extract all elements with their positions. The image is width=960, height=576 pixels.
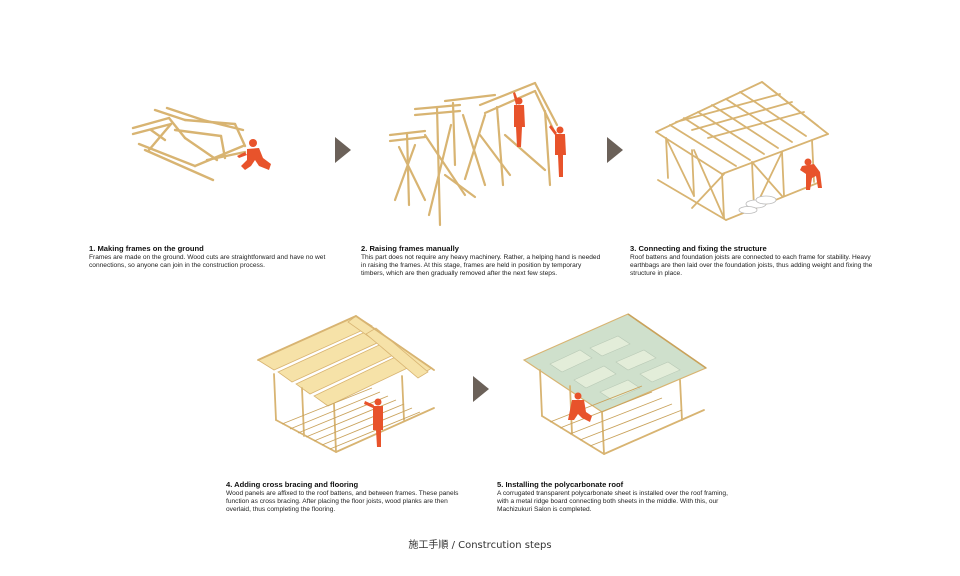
metal-ridge-board [627, 313, 707, 369]
step-title: 5. Installing the polycarbonate roof [497, 480, 624, 489]
worker-raising-frame-figure [513, 92, 525, 147]
step-description: Roof battens and foundation joists are c… [630, 254, 873, 278]
raising-frames-illustration [388, 81, 566, 227]
step-description: This part does not require any heavy mac… [361, 254, 601, 278]
next-step-arrow [607, 137, 623, 163]
polycarbonate-roof-illustration [522, 313, 708, 455]
step-description: Frames are made on the ground. Wood cuts… [89, 254, 326, 270]
step-title: 2. Raising frames manually [361, 244, 459, 253]
worker-holding-frame-figure [549, 125, 566, 177]
step-description: A corrugated transparent polycarbonate s… [497, 490, 728, 514]
worker-placing-earthbag-figure [800, 158, 822, 190]
worker-kneeling-figure [237, 139, 271, 170]
person-sitting-figure [568, 392, 592, 422]
step-title: 4. Adding cross bracing and flooring [226, 480, 359, 489]
next-step-arrow [473, 376, 489, 402]
fixing-structure-illustration [655, 81, 829, 221]
figure-caption: 施工手順 / Constrcution steps [408, 540, 552, 551]
step-description: Wood panels are affixed to the roof batt… [226, 490, 459, 514]
step-title: 1. Making frames on the ground [89, 244, 204, 253]
next-step-arrow [335, 137, 351, 163]
step-title: 3. Connecting and fixing the structure [630, 244, 767, 253]
cross-bracing-flooring-illustration [257, 315, 435, 453]
worker-installing-panel-figure [364, 398, 383, 447]
earthbag-icon [738, 195, 777, 214]
ground-frame-assembly-illustration [131, 106, 271, 182]
